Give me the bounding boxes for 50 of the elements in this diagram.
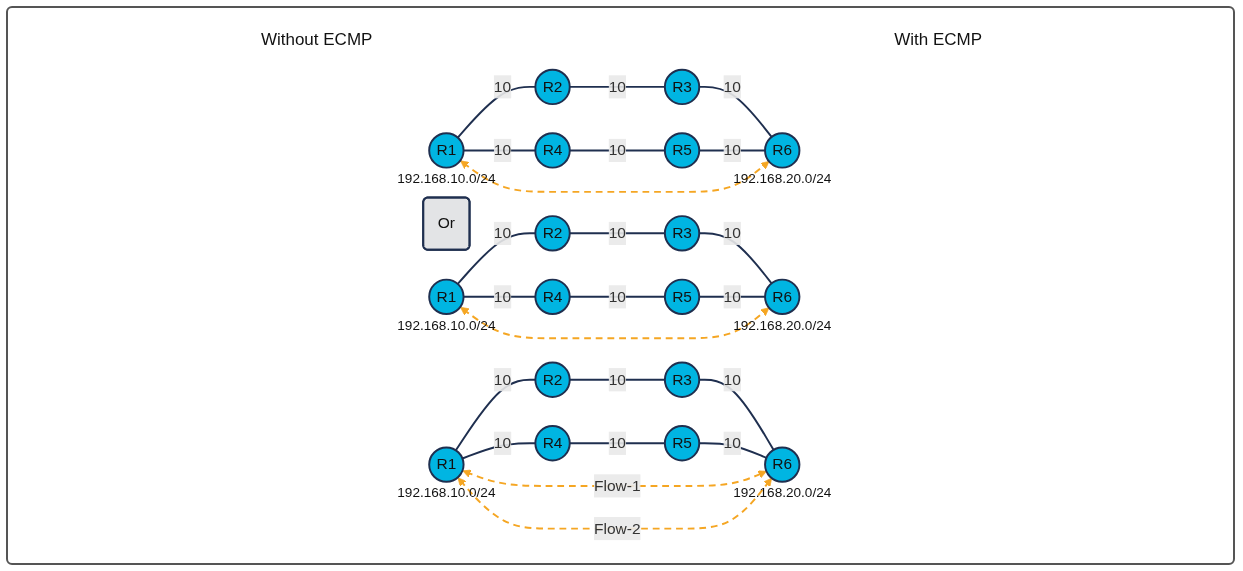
edge-label: 10 bbox=[723, 141, 741, 159]
edge-label: 10 bbox=[493, 371, 512, 388]
edge-label: 10 bbox=[493, 78, 512, 95]
subnet-label: 192.168.10.0/24 bbox=[397, 485, 496, 501]
node-circle: R4 bbox=[534, 425, 571, 462]
edge-label: 10 bbox=[723, 371, 741, 388]
subnet-label: 192.168.10.0/24 bbox=[397, 171, 496, 187]
edge-label: 10 bbox=[608, 434, 626, 452]
node-circle: R3 bbox=[663, 215, 701, 252]
node-circle: R4 bbox=[534, 278, 571, 315]
subnet-label: 192.168.10.0/24 bbox=[397, 317, 496, 333]
edge-label: 10 bbox=[493, 141, 512, 159]
edge-label: 10 bbox=[493, 288, 512, 305]
node-circle: R5 bbox=[663, 132, 701, 169]
edge-label: 10 bbox=[723, 288, 741, 305]
edge-label: 10 bbox=[608, 141, 626, 159]
node-circle: R5 bbox=[663, 278, 701, 315]
edge-label: 10 bbox=[493, 224, 512, 242]
edge-label: 10 bbox=[608, 371, 626, 388]
section-heading: With ECMP bbox=[894, 30, 983, 50]
section-heading: Without ECMP bbox=[260, 30, 373, 50]
node-circle: R6 bbox=[764, 278, 801, 315]
arrow bbox=[460, 160, 770, 193]
edge-label: 10 bbox=[608, 78, 626, 95]
edge-label: Flow-1 bbox=[594, 477, 641, 494]
edge-label: 10 bbox=[608, 288, 626, 305]
edge-label: 10 bbox=[608, 224, 626, 242]
arrow bbox=[460, 306, 770, 340]
arrow bbox=[462, 469, 767, 487]
edge-label: 10 bbox=[493, 434, 512, 452]
node-circle: R1 bbox=[428, 278, 465, 315]
node-circle: R3 bbox=[663, 68, 701, 106]
edge-label: 10 bbox=[723, 78, 741, 95]
node-circle: R5 bbox=[663, 425, 701, 462]
edge-label: Flow-2 bbox=[594, 519, 641, 537]
node-circle: R6 bbox=[764, 446, 801, 483]
node-circle: R3 bbox=[663, 361, 701, 398]
subnet-label: 192.168.20.0/24 bbox=[733, 317, 832, 333]
edge-label: 10 bbox=[723, 434, 741, 452]
node-circle: R2 bbox=[534, 361, 571, 398]
edge-label: 10 bbox=[723, 224, 741, 242]
arrow bbox=[457, 477, 773, 530]
subnet-label: 192.168.20.0/24 bbox=[733, 485, 832, 501]
node-circle: R2 bbox=[534, 215, 571, 252]
node-circle: R6 bbox=[764, 132, 801, 169]
node-circle: R1 bbox=[428, 132, 465, 169]
node-circle: R2 bbox=[534, 68, 571, 106]
node-circle: R4 bbox=[534, 132, 571, 169]
node-circle: R1 bbox=[428, 446, 465, 483]
subnet-label: 192.168.20.0/24 bbox=[733, 171, 832, 187]
